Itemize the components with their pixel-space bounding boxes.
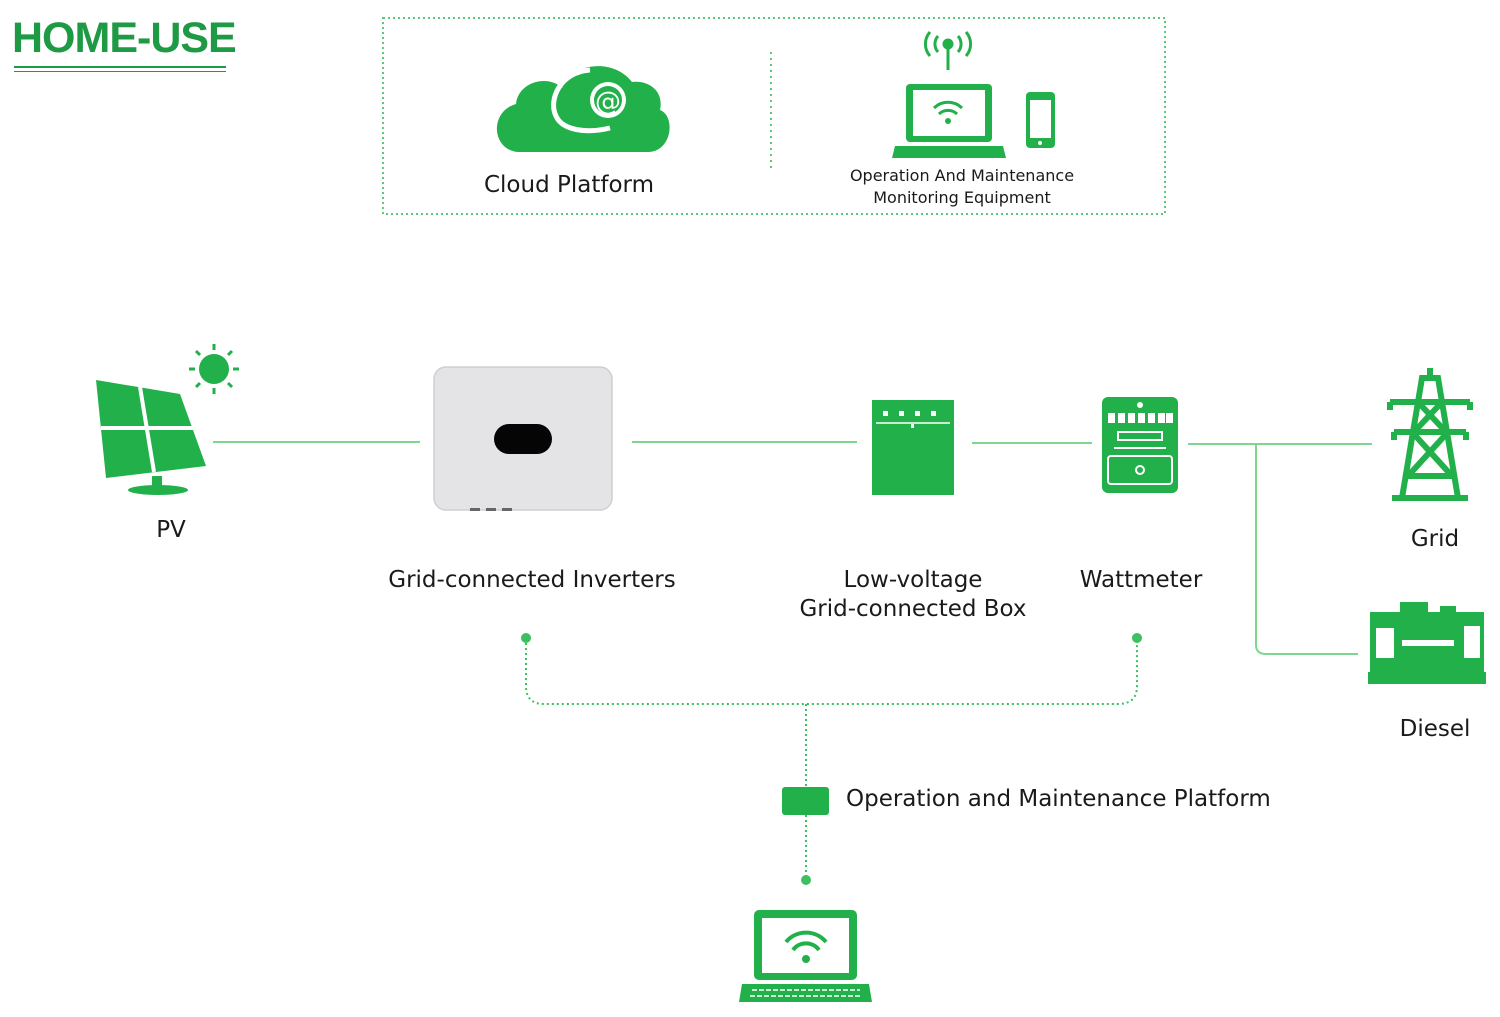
cloud-at-symbol: @ <box>595 87 621 117</box>
phone-icon <box>1026 92 1055 148</box>
wattmeter-label: Wattmeter <box>1079 567 1203 593</box>
page-title: HOME-USE <box>12 14 237 62</box>
diesel-label: Diesel <box>1399 716 1471 742</box>
title-underline-thin <box>14 71 226 72</box>
platform-label: Operation and Maintenance Platform <box>846 786 1271 812</box>
monitoring-label-line2: Monitoring Equipment <box>873 188 1051 207</box>
power-lines <box>213 441 1372 655</box>
cloud-icon <box>496 66 670 152</box>
title-underline <box>14 66 226 68</box>
antenna-icon <box>923 31 973 70</box>
cloud-section-frame <box>382 17 1166 215</box>
sun-icon <box>189 344 239 394</box>
grid-box-label-line1: Low-voltage <box>843 567 983 593</box>
communication-bus <box>525 638 1138 880</box>
pv-label: PV <box>156 517 186 543</box>
bus-endpoint-inverter <box>521 633 531 643</box>
diesel-generator-icon <box>1368 602 1486 684</box>
solar-panel-icon <box>96 380 206 495</box>
power-tower-icon <box>1387 368 1473 501</box>
monitoring-label-line1: Operation And Maintenance <box>849 166 1075 185</box>
platform-node <box>782 787 829 815</box>
grid-box-label-line2: Grid-connected Box <box>799 596 1027 622</box>
inverter-icon <box>433 366 613 511</box>
bus-endpoint-laptop <box>801 875 811 885</box>
bus-endpoint-wattmeter <box>1132 633 1142 643</box>
inverter-label: Grid-connected Inverters <box>388 567 676 593</box>
grid-box-icon <box>872 400 954 495</box>
laptop-icon <box>892 84 1006 158</box>
platform-laptop-icon <box>739 910 872 1002</box>
grid-label: Grid <box>1410 526 1460 552</box>
cloud-platform-label: Cloud Platform <box>483 172 654 198</box>
wattmeter-icon <box>1102 397 1178 493</box>
